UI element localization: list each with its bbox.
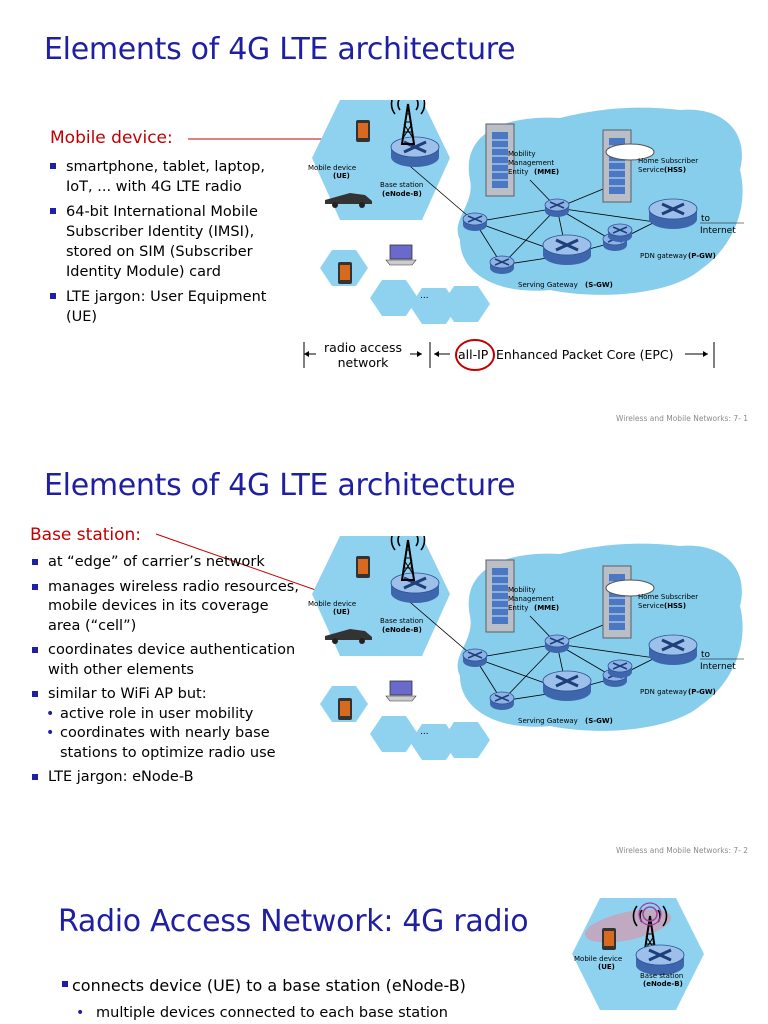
base-station-label: Base station [380,617,423,625]
ellipsis: ... [420,727,429,737]
mme-label-3: Entity [508,168,528,176]
ue-label: (UE) [333,608,350,616]
bullet-item: manages wireless radio resources, mobile… [30,578,300,637]
mme-abbr: (MME) [534,604,559,612]
mme-label-1: Mobility [508,586,536,594]
bullet-item: LTE jargon: User Equipment (UE) [48,287,293,327]
hss-abbr: (HSS) [664,602,686,610]
lte-architecture-diagram: Mobile device (UE) Base station (eNode-B… [308,536,744,761]
hss-label-1: Home Subscriber [638,157,698,165]
sub-bullet-item: active role in user mobility [30,705,300,725]
mme-label-1: Mobility [508,150,536,158]
sgw-abbr: (S-GW) [585,717,613,725]
slide-1: Elements of 4G LTE architecture Mobile d… [0,0,768,436]
slide-1-callout-line [188,138,336,140]
slide-1-title: Elements of 4G LTE architecture [44,32,516,67]
bullet-item: similar to WiFi AP but: [30,685,300,705]
bullet-item: coordinates device authentication with o… [30,641,300,680]
ue-label: (UE) [333,172,350,180]
slide-3-bullets: connects device (UE) to a base station (… [60,975,580,1024]
internet-label: Internet [700,226,736,236]
radio-access-line-2: network [337,355,389,370]
enodeb-label: (eNode-B) [382,190,422,198]
slide-2-heading: Base station: [30,525,142,545]
sgw-label: Serving Gateway [518,717,578,725]
sub-bullet-item: coordinates with nearly base stations to… [30,724,300,763]
mobile-device-label: Mobile device [574,955,622,963]
base-station-label: Base station [640,972,683,980]
hss-label-1: Home Subscriber [638,593,698,601]
slide-2-title: Elements of 4G LTE architecture [44,468,516,503]
epc-label: Enhanced Packet Core (EPC) [496,347,674,362]
slide-2-bullets: at “edge” of carrier’s network manages w… [30,553,300,793]
slide-2-footer: Wireless and Mobile Networks: 7- 2 [615,846,748,855]
hss-label-2: Service [638,166,664,174]
sgw-label: Serving Gateway [518,281,578,289]
lte-architecture-diagram: Mobile device (UE) Base station (eNode-B… [308,100,744,325]
bullet-item: 64-bit International Mobile Subscriber I… [48,202,293,282]
hss-label-2: Service [638,602,664,610]
slide-1-heading: Mobile device: [50,128,173,148]
slide-3-title: Radio Access Network: 4G radio [58,904,529,939]
sgw-abbr: (S-GW) [585,281,613,289]
mme-label-2: Management [508,595,554,603]
ue-label: (UE) [598,963,615,971]
to-label: to [701,214,711,224]
slide-2: Elements of 4G LTE architecture Base sta… [0,436,768,872]
sub-bullet-item: multiple devices connected to each base … [60,1002,580,1024]
slide-1-footer: Wireless and Mobile Networks: 7- 1 [615,414,748,423]
bullet-item: smartphone, tablet, laptop, IoT, ... wit… [48,157,293,197]
pgw-abbr: (P-GW) [688,252,716,260]
hss-abbr: (HSS) [664,166,686,174]
mme-label-2: Management [508,159,554,167]
enodeb-label: (eNode-B) [643,980,683,988]
mme-label-3: Entity [508,604,528,612]
bullet-item: at “edge” of carrier’s network [30,553,300,573]
base-station-label: Base station [380,181,423,189]
ellipsis: ... [420,291,429,301]
slide-3: Radio Access Network: 4G radio connects … [0,872,768,1024]
mme-abbr: (MME) [534,168,559,176]
scope-arrows [303,339,715,371]
bullet-item: LTE jargon: eNode-B [30,768,300,788]
slide-1-bullets: smartphone, tablet, laptop, IoT, ... wit… [48,157,293,332]
pgw-label: PDN gateway [640,688,687,696]
enodeb-label: (eNode-B) [382,626,422,634]
internet-label: Internet [700,662,736,672]
radio-cell-diagram: Mobile device (UE) Base station (eNode-B… [572,898,704,1010]
all-ip-label: all-IP [458,347,489,362]
radio-access-line-1: radio access [324,340,402,355]
radio-access-label: radio access network [318,340,408,370]
bullet-item: connects device (UE) to a base station (… [60,975,580,997]
mobile-device-label: Mobile device [308,164,356,172]
mobile-device-label: Mobile device [308,600,356,608]
to-label: to [701,650,711,660]
pgw-label: PDN gateway [640,252,687,260]
pgw-abbr: (P-GW) [688,688,716,696]
